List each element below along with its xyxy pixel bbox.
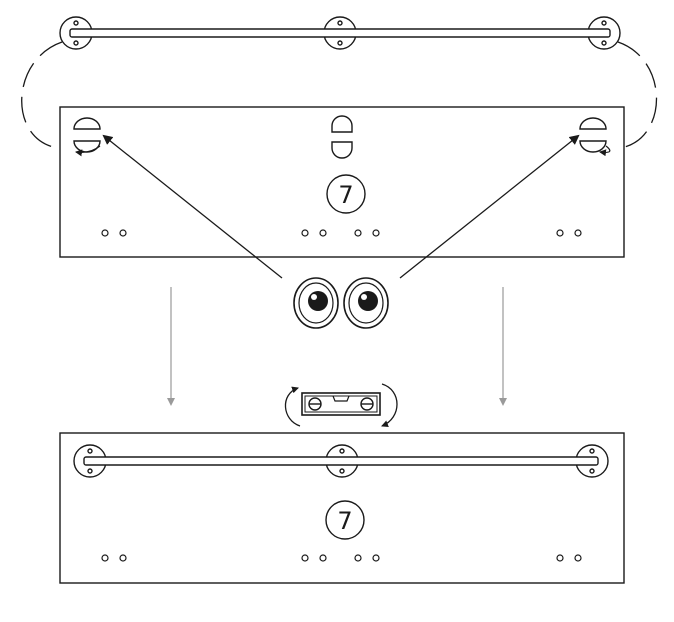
arrow-to-left-slot [102, 134, 283, 279]
screw-holes-top [101, 229, 582, 237]
rotate-arrow-right [381, 383, 398, 428]
eye-left [293, 277, 339, 329]
bottom-panel: 7 [59, 432, 625, 584]
step-badge-top: 7 [326, 174, 366, 214]
top-rail-assembly [59, 16, 621, 50]
downward-guide-arrows [167, 287, 507, 406]
hook-arrow-right [599, 145, 611, 157]
level-bubble-vial [332, 395, 350, 402]
step-number-top: 7 [338, 181, 353, 209]
dashed-arc-right [617, 41, 658, 149]
spirit-level-icon [301, 392, 381, 416]
step-number-bottom: 7 [337, 507, 352, 535]
bottom-rail-assembly [73, 444, 609, 478]
eye-right [343, 277, 389, 329]
level-screw-left [308, 397, 322, 411]
level-screw-right [360, 397, 374, 411]
level-rotation-arrows [284, 383, 398, 428]
step-badge-bottom: 7 [325, 500, 365, 540]
look-carefully-eyes-icon [293, 277, 389, 329]
bottom-rail-bar [83, 456, 599, 466]
hook-arrow-left [75, 145, 101, 157]
screw-holes-bottom [101, 554, 582, 562]
dashed-arc-left [21, 41, 63, 149]
dashed-guide-arcs [21, 41, 658, 149]
top-panel: 7 [59, 106, 625, 258]
keyhole-icon [331, 115, 353, 159]
rotate-arrow-left [284, 386, 301, 427]
arrow-to-right-slot [399, 134, 580, 279]
attention-arrows [102, 134, 580, 279]
keyhole-slot-right [579, 117, 607, 153]
slot-hook-arrows [75, 145, 611, 157]
top-rail-bar [69, 28, 611, 38]
